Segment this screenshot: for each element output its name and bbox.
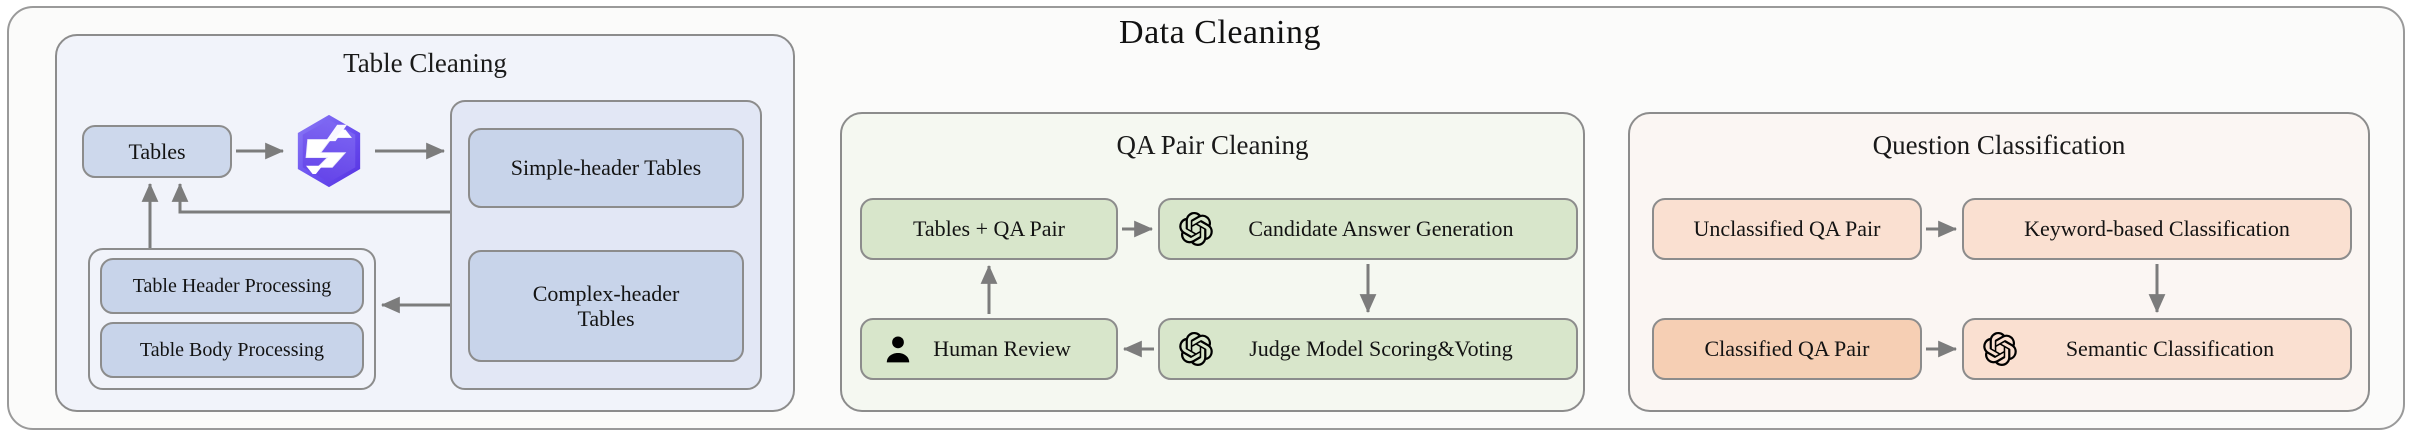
openai-icon: [1980, 329, 2020, 369]
node-tables[interactable]: Tables: [82, 125, 232, 178]
node-semantic-classification-label: Semantic Classification: [2065, 336, 2275, 362]
openai-icon: [1176, 329, 1216, 369]
node-keyword-based-classification-label: Keyword-based Classification: [2024, 216, 2290, 242]
node-classified-qa-pair-label: Classified QA Pair: [1704, 336, 1870, 362]
node-semantic-classification[interactable]: Semantic Classification: [1962, 318, 2352, 380]
panel-question-classification-title: Question Classification: [1872, 130, 2126, 160]
node-table-body-processing-label: Table Body Processing: [139, 338, 325, 361]
node-judge-model-scoring-voting-label: Judge Model Scoring&Voting: [1249, 336, 1513, 362]
node-candidate-answer-generation-label: Candidate Answer Generation: [1248, 216, 1514, 242]
node-keyword-based-classification[interactable]: Keyword-based Classification: [1962, 198, 2352, 260]
node-table-body-processing[interactable]: Table Body Processing: [100, 322, 364, 378]
node-table-header-processing[interactable]: Table Header Processing: [100, 258, 364, 314]
node-human-review-label: Human Review: [933, 336, 1071, 362]
node-tables-qa-pair-label: Tables + QA Pair: [912, 216, 1065, 242]
person-icon: [878, 329, 918, 369]
node-complex-header-tables[interactable]: Complex-header Tables: [468, 250, 744, 362]
node-complex-header-tables-label-line2: Tables: [577, 306, 635, 331]
node-tables-label: Tables: [128, 138, 186, 164]
page-title: Data Cleaning: [1119, 14, 1321, 51]
node-simple-header-tables[interactable]: Simple-header Tables: [468, 128, 744, 208]
node-tables-qa-pair[interactable]: Tables + QA Pair: [860, 198, 1118, 260]
panel-qa-pair-cleaning-title: QA Pair Cleaning: [1116, 130, 1309, 160]
node-candidate-answer-generation[interactable]: Candidate Answer Generation: [1158, 198, 1578, 260]
node-table-header-processing-label: Table Header Processing: [132, 274, 332, 297]
qwen-logo-icon: [288, 110, 370, 192]
node-complex-header-tables-label-line1: Complex-header: [532, 280, 680, 306]
node-judge-model-scoring-voting[interactable]: Judge Model Scoring&Voting: [1158, 318, 1578, 380]
node-simple-header-tables-label: Simple-header Tables: [510, 155, 702, 181]
openai-icon: [1176, 209, 1216, 249]
panel-table-cleaning-title: Table Cleaning: [343, 48, 507, 78]
node-unclassified-qa-pair-label: Unclassified QA Pair: [1693, 216, 1881, 242]
node-human-review[interactable]: Human Review: [860, 318, 1118, 380]
node-classified-qa-pair[interactable]: Classified QA Pair: [1652, 318, 1922, 380]
node-unclassified-qa-pair[interactable]: Unclassified QA Pair: [1652, 198, 1922, 260]
